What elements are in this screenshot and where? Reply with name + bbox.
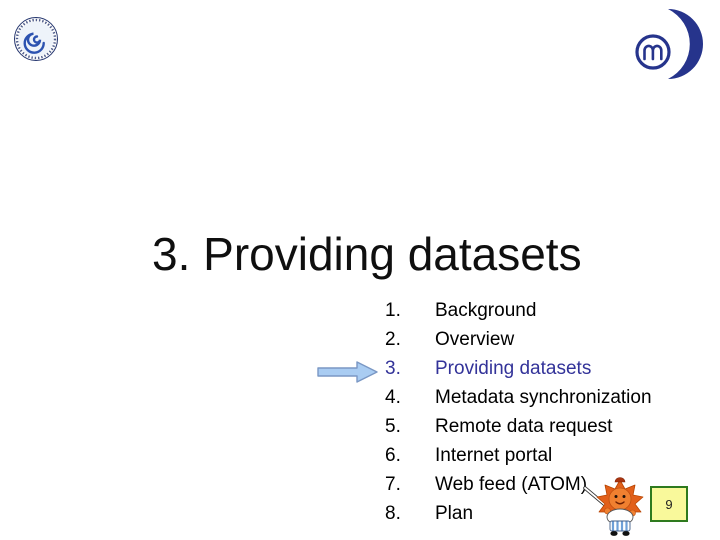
agenda-item-plan: 8. Plan: [385, 499, 652, 528]
agenda-item-web-feed-atom: 7. Web feed (ATOM): [385, 470, 652, 499]
agenda-item-label: Internet portal: [435, 445, 553, 466]
agenda-item-label: Providing datasets: [435, 358, 592, 379]
agenda-item-overview: 2. Overview: [385, 325, 652, 354]
agenda-item-internet-portal: 6. Internet portal: [385, 441, 652, 470]
agenda-list: 1. Background 2. Overview 3. Providing d…: [385, 296, 652, 528]
agenda-item-number: 1.: [385, 300, 401, 321]
agenda-item-number: 3.: [385, 358, 401, 379]
page-title: 3. Providing datasets: [152, 227, 582, 280]
spiral-emblem-logo-icon: [14, 17, 58, 61]
agenda-item-background: 1. Background: [385, 296, 652, 325]
agenda-item-label: Plan: [435, 503, 474, 524]
agenda-item-label: Remote data request: [435, 416, 613, 437]
agenda-item-number: 4.: [385, 387, 401, 408]
agenda-item-number: 2.: [385, 329, 401, 350]
agenda-item-number: 5.: [385, 416, 401, 437]
agenda-item-label: Overview: [435, 329, 515, 350]
page-number-badge: 9: [650, 486, 688, 522]
agenda-item-number: 7.: [385, 474, 401, 495]
agenda-item-number: 8.: [385, 503, 401, 524]
agenda-item-label: Web feed (ATOM): [435, 474, 588, 495]
crescent-m-logo-icon: [635, 9, 703, 79]
agenda-item-label: Background: [435, 300, 537, 321]
agenda-item-providing-datasets-active: 3. Providing datasets: [385, 354, 652, 383]
agenda-item-metadata-synchronization: 4. Metadata synchronization: [385, 383, 652, 412]
agenda-item-label: Metadata synchronization: [435, 387, 652, 408]
agenda-item-remote-data-request: 5. Remote data request: [385, 412, 652, 441]
agenda-item-number: 6.: [385, 445, 401, 466]
right-block-arrow-icon: [317, 361, 378, 383]
sun-mascot-icon: [583, 477, 644, 536]
page-number: 9: [665, 496, 673, 512]
